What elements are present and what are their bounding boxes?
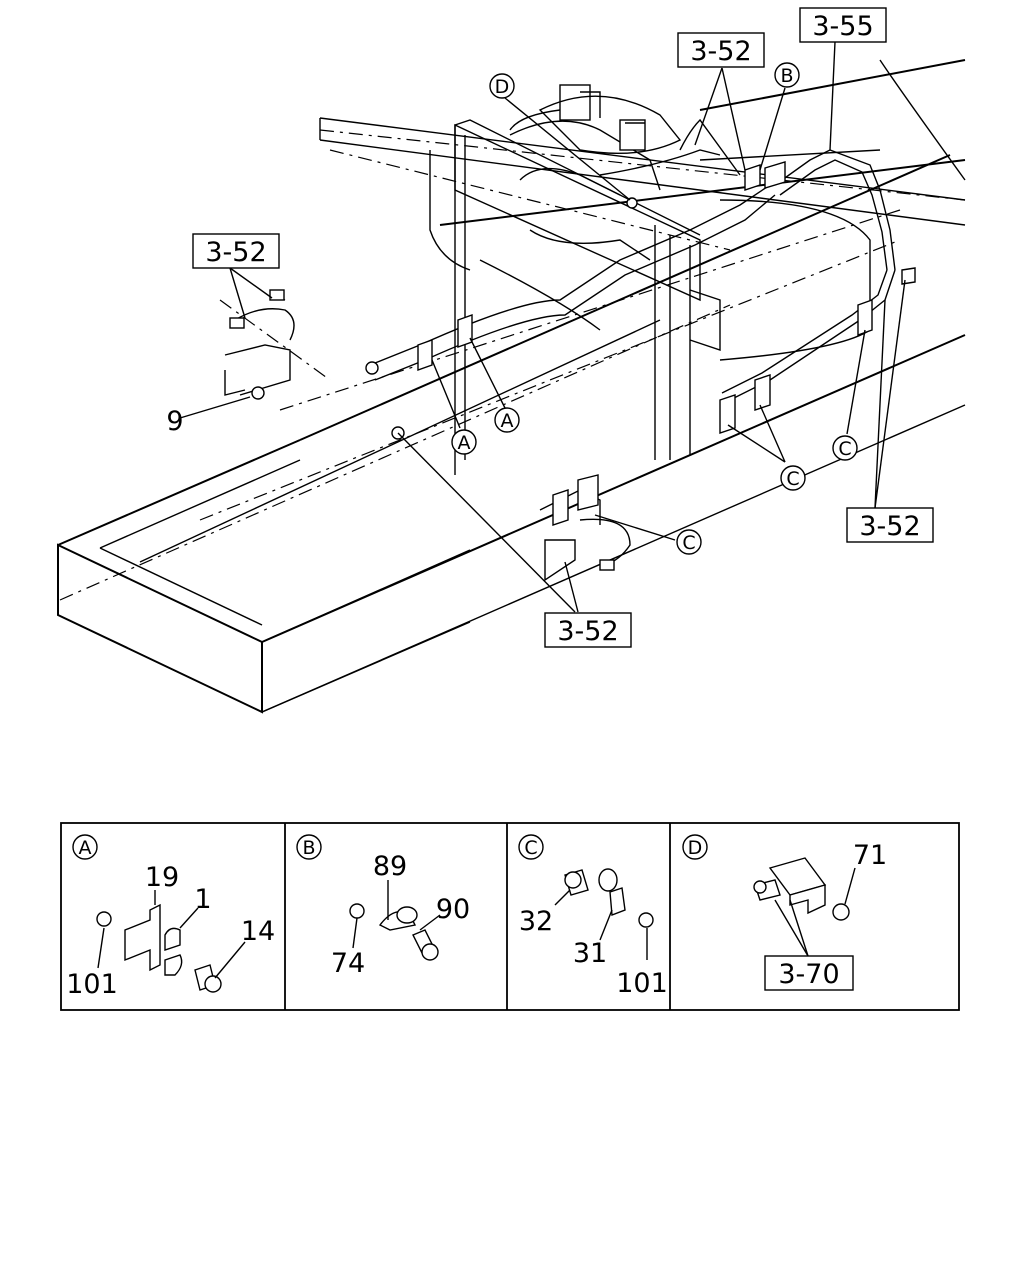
ref-3-52-right-label: 3-52 (859, 511, 920, 542)
svg-text:C: C (838, 438, 851, 460)
ref-box-3-55: 3-55 (799, 7, 887, 43)
panel-b-label-89: 89 (373, 851, 407, 882)
ref-box-3-52-right: 3-52 (846, 507, 934, 543)
ref-3-52-left-label: 3-52 (205, 237, 266, 268)
callout-c-middle: C (780, 465, 806, 491)
detail-panel-b: B 89 90 74 (296, 834, 470, 979)
svg-text:C: C (786, 468, 799, 490)
panel-c-label-32: 32 (519, 906, 553, 937)
panel-d-label-71: 71 (853, 840, 887, 871)
svg-text:A: A (458, 432, 471, 454)
ref-3-52-top-label: 3-52 (690, 36, 751, 67)
ref-box-3-52-left: 3-52 (192, 233, 280, 269)
part-number-9: 9 (166, 406, 183, 437)
callout-a-right: A (494, 407, 520, 433)
detail-panel-d: D 3-70 71 (682, 834, 887, 991)
svg-text:C: C (682, 532, 695, 554)
callout-a-left: A (451, 429, 477, 455)
callout-c-bottom: C (676, 529, 702, 555)
panel-a-letter: A (79, 837, 92, 859)
panel-b-label-74: 74 (331, 948, 365, 979)
detail-panel-c: C 32 31 101 (518, 834, 668, 999)
chassis-frame (57, 59, 966, 714)
svg-text:D: D (495, 76, 510, 98)
ref-box-3-52-top: 3-52 (677, 32, 765, 68)
callout-b: B (774, 62, 800, 88)
ref-3-52-bottom-label: 3-52 (557, 616, 618, 647)
panel-a-label-1: 1 (194, 884, 211, 915)
ref-box-3-52-bottom: 3-52 (544, 612, 632, 648)
detail-table (60, 822, 960, 1011)
panel-d-letter: D (688, 837, 703, 859)
panel-b-label-90: 90 (436, 894, 470, 925)
panel-c-label-31: 31 (573, 938, 607, 969)
panel-a-label-101: 101 (66, 969, 118, 1000)
leader-lines (179, 41, 906, 613)
callout-c-right: C (832, 435, 858, 461)
svg-text:A: A (501, 410, 514, 432)
panel-a-label-14: 14 (241, 916, 275, 947)
callout-d: D (489, 73, 515, 99)
ref-3-70-label: 3-70 (778, 959, 839, 990)
panel-a-label-19: 19 (145, 862, 179, 893)
rear-axle-assembly (429, 84, 881, 475)
svg-text:B: B (780, 65, 793, 87)
panel-b-letter: B (302, 837, 315, 859)
ref-3-55-label: 3-55 (812, 11, 873, 42)
panel-c-label-101: 101 (616, 968, 668, 999)
pipe-clips (251, 161, 916, 526)
panel-c-letter: C (524, 837, 537, 859)
detail-panel-a: A 19 1 14 101 (66, 834, 275, 1000)
